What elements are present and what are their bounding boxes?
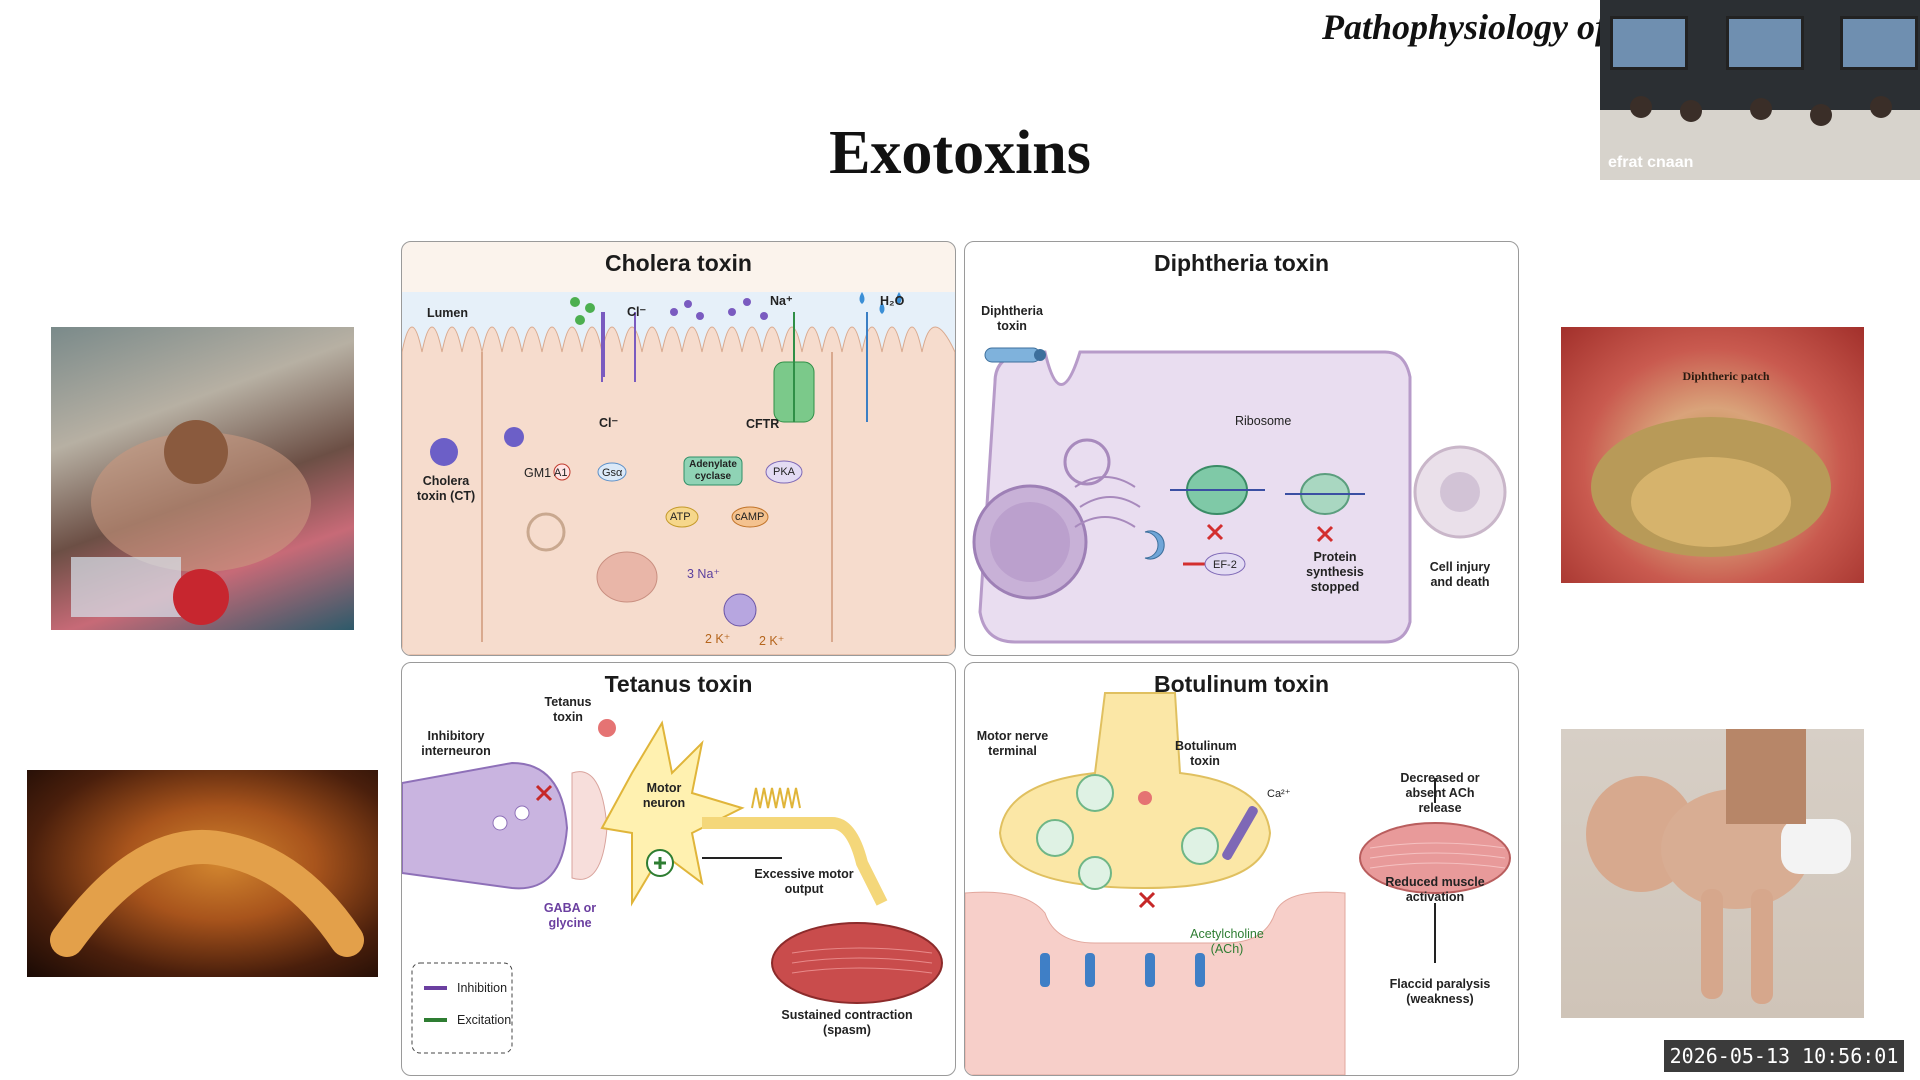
excessive-motor-output-label: Excessive motor output [754,867,854,897]
botulinum-diagram [965,663,1518,1075]
opisthotonus-painting [27,770,378,977]
adenylate-cyclase-label: Adenylate cyclase [684,459,742,483]
recording-timestamp: 2026-05-13 10:56:01 [1664,1040,1904,1072]
diphtheria-throat-photo: Diphtheric patch [1561,327,1864,583]
webcam-student [1680,100,1702,122]
decreased-ach-release-label: Decreased or absent ACh release [1390,771,1490,816]
tetanus-toxin-label: Tetanus toxin [538,695,598,725]
cholera-diagram [402,242,955,655]
diphtheric-patch-label: Diphtheric patch [1681,370,1771,383]
na-label: Na⁺ [770,294,793,309]
gm1-label: GM1 [524,466,551,481]
diphtheria-toxin-label: Diphtheria toxin [977,304,1047,334]
motor-neuron-label: Motor neuron [634,781,694,811]
calcium-label: Ca²⁺ [1267,787,1291,802]
cl-top-label: Cl⁻ [627,305,646,320]
header-title: Pathophysiology of [1322,6,1607,48]
botulinum-toxin-panel: Botulinum toxin Motor nerve terminal Bot… [964,662,1519,1076]
webcam-student [1750,98,1772,120]
diphtheria-panel-title: Diphtheria toxin [965,250,1518,277]
na3-label: 3 Na⁺ [687,567,720,582]
cell-injury-label: Cell injury and death [1425,560,1495,590]
k2b-label: 2 K⁺ [759,634,784,649]
cholera-toxin-panel: Cholera toxin Lumen Cl⁻ Cl⁻ Na⁺ H₂O CFTR… [401,241,956,656]
ef2-label: EF-2 [1213,558,1237,573]
ribosome-label: Ribosome [1235,414,1291,429]
sustained-contraction-label: Sustained contraction (spasm) [772,1008,922,1038]
botulinum-panel-title: Botulinum toxin [965,671,1518,698]
h2o-label: H₂O [880,294,904,309]
diphtheria-diagram [965,242,1518,655]
legend-excitation-label: Excitation [457,1013,511,1028]
gsa-label: Gsα [602,466,622,481]
camp-label: cAMP [735,510,764,525]
webcam-student [1870,96,1892,118]
inhibitory-interneuron-label: Inhibitory interneuron [416,729,496,759]
k2a-label: 2 K⁺ [705,632,730,647]
legend-inhibition-label: Inhibition [457,981,507,996]
gaba-glycine-label: GABA or glycine [535,901,605,931]
atp-label: ATP [670,510,691,525]
webcam-participant-name: efrat cnaan [1608,154,1693,172]
cftr-label: CFTR [746,417,779,432]
botulinum-toxin-label: Botulinum toxin [1175,739,1235,769]
tetanus-toxin-panel: Tetanus toxin Inhibitory interneuron Tet… [401,662,956,1076]
reduced-muscle-activation-label: Reduced muscle activation [1380,875,1490,905]
cholera-toxin-label: Cholera toxin (CT) [412,474,480,504]
protein-synthesis-stopped-label: Protein synthesis stopped [1285,550,1385,595]
webcam-student [1810,104,1832,126]
webcam-student [1630,96,1652,118]
webcam-screen-left [1610,16,1688,70]
webcam-video[interactable]: efrat cnaan [1600,0,1920,180]
flaccid-paralysis-label: Flaccid paralysis (weakness) [1385,977,1495,1007]
acetylcholine-label: Acetylcholine (ACh) [1177,927,1277,957]
floppy-infant-photo [1561,729,1864,1018]
cholera-panel-title: Cholera toxin [402,250,955,277]
cl-mid-label: Cl⁻ [599,416,618,431]
lumen-label: Lumen [427,306,468,321]
webcam-screen-center [1726,16,1804,70]
cholera-patient-photo [51,327,354,630]
pka-label: PKA [773,465,795,480]
a1-label: A1 [554,466,567,481]
diphtheria-toxin-panel: Diphtheria toxin Diphtheria toxin Riboso… [964,241,1519,656]
webcam-screen-right [1840,16,1918,70]
tetanus-panel-title: Tetanus toxin [402,671,955,698]
motor-nerve-terminal-label: Motor nerve terminal [975,729,1050,759]
